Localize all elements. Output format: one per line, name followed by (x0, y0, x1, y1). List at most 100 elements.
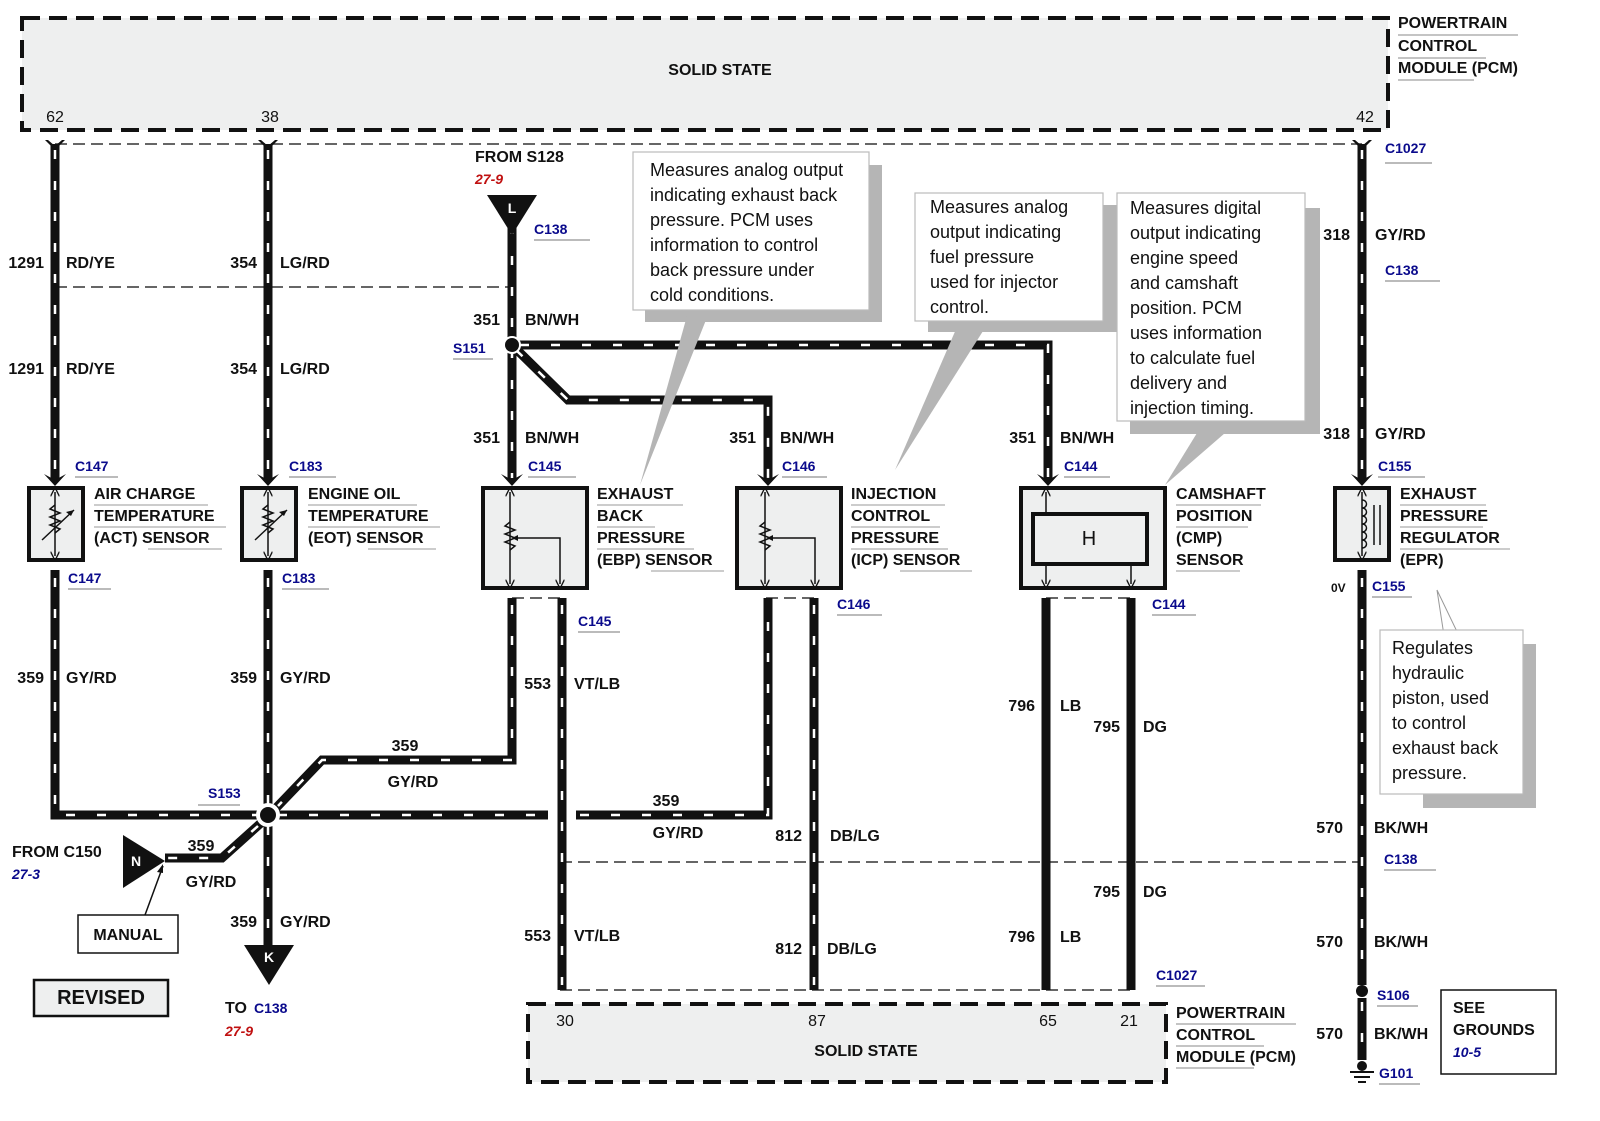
splice-s151[interactable]: S151 (453, 340, 486, 356)
wire-color: RD/YE (66, 255, 115, 272)
offpage-from-c150[interactable]: FROM C150 27-3 N (11, 835, 165, 888)
revised-badge: REVISED (32, 978, 170, 1018)
component-label-line: CAMSHAFT (1176, 486, 1266, 503)
wire-circuit: 570 (1316, 820, 1343, 837)
ground-g101[interactable]: G101 (1379, 1065, 1413, 1081)
callout-line: output indicating (1130, 223, 1261, 243)
wire-color: GY/RD (388, 774, 439, 791)
offpage-label: FROM C150 (12, 844, 102, 861)
wire-circuit: 1291 (8, 361, 44, 378)
pcm-bottom-module: SOLID STATE 30 87 65 21 (526, 1002, 1168, 1084)
callout-line: pressure. (1392, 763, 1467, 783)
epr-label: EXHAUST PRESSURE REGULATOR (EPR) 0V (1331, 486, 1510, 595)
epr-solenoid[interactable] (1333, 486, 1391, 562)
component-label-line: TEMPERATURE (308, 508, 429, 525)
component-label-line: ENGINE OIL (308, 486, 401, 503)
connector-c1027[interactable]: C1027 (1385, 140, 1426, 156)
wire-circuit: 796 (1008, 929, 1035, 946)
connector-c144[interactable]: C144 (1064, 458, 1098, 474)
component-label-line: BACK (597, 508, 644, 525)
callout-line: fuel pressure (930, 247, 1034, 267)
connector-c147[interactable]: C147 (68, 570, 102, 586)
connector-c146[interactable]: C146 (837, 596, 871, 612)
wire-circuit: 359 (188, 838, 215, 855)
wire-circuit: 570 (1316, 1026, 1343, 1043)
page-ref[interactable]: 27-9 (474, 171, 503, 187)
pcm-top-label: SOLID STATE (668, 62, 772, 79)
wire-color: BK/WH (1374, 934, 1428, 951)
splice-s106[interactable]: S106 (1377, 987, 1410, 1003)
icp-sensor-label: INJECTION CONTROL PRESSURE (ICP) SENSOR (851, 486, 972, 572)
connector-c1027[interactable]: C1027 (1156, 967, 1197, 983)
wire-color: GY/RD (653, 825, 704, 842)
eot-sensor-label: ENGINE OIL TEMPERATURE (EOT) SENSOR (308, 486, 440, 550)
wire-circuit: 351 (1009, 430, 1036, 447)
wire-color: BN/WH (525, 312, 579, 329)
connector-c155[interactable]: C155 (1372, 578, 1406, 594)
act-sensor[interactable] (27, 486, 85, 562)
wire-circuit: 354 (230, 255, 257, 272)
offpage-from-s128[interactable]: FROM S128 27-9 L (474, 149, 564, 235)
splice-s106-dot (1356, 985, 1368, 997)
pcm-name-line: MODULE (PCM) (1176, 1049, 1296, 1066)
callout-line: and camshaft (1130, 273, 1238, 293)
connector-c145[interactable]: C145 (578, 613, 612, 629)
connector-crimps (44, 140, 1373, 486)
see-grounds-box[interactable]: SEE GROUNDS 10-5 (1440, 989, 1557, 1075)
wire-color: GY/RD (66, 670, 117, 687)
pcm-pin-65: 65 (1039, 1013, 1057, 1030)
callout-line: hydraulic (1392, 663, 1464, 683)
component-label-line: (CMP) (1176, 530, 1222, 547)
connector-c138[interactable]: C138 (534, 221, 568, 237)
callout-line: Measures analog (930, 197, 1068, 217)
epr-voltage: 0V (1331, 581, 1346, 595)
component-label-line: POSITION (1176, 508, 1252, 525)
wire-circuit: 359 (392, 738, 419, 755)
callout-line: indicating exhaust back (650, 185, 838, 205)
cmp-sensor[interactable]: H (1019, 486, 1167, 590)
pcm-pin-42: 42 (1356, 109, 1374, 126)
component-label-line: INJECTION (851, 486, 936, 503)
hall-effect-symbol: H (1082, 528, 1096, 550)
wire-circuit: 354 (230, 361, 257, 378)
wire-circuit: 795 (1093, 884, 1120, 901)
wire-circuit: 351 (473, 312, 500, 329)
connector-c138[interactable]: C138 (1385, 262, 1419, 278)
wire-color: DG (1143, 719, 1167, 736)
connector-c155[interactable]: C155 (1378, 458, 1412, 474)
splice-s153[interactable]: S153 (208, 785, 241, 801)
revised-label: REVISED (57, 987, 145, 1009)
wire-circuit: 812 (775, 828, 802, 845)
connector-ref[interactable]: C138 (254, 1000, 288, 1016)
act-sensor-label: AIR CHARGE TEMPERATURE (ACT) SENSOR (94, 486, 226, 550)
ebp-sensor[interactable] (481, 486, 589, 590)
eot-sensor[interactable] (240, 486, 298, 562)
connector-c183[interactable]: C183 (282, 570, 316, 586)
connector-c147[interactable]: C147 (75, 458, 109, 474)
callout-line: Measures analog output (650, 160, 843, 180)
connector-c144[interactable]: C144 (1152, 596, 1186, 612)
wire-color: BN/WH (780, 430, 834, 447)
connector-c138[interactable]: C138 (1384, 851, 1418, 867)
pcm-name-line: MODULE (PCM) (1398, 60, 1518, 77)
callout-ebp: Measures analog output indicating exhaus… (632, 151, 882, 485)
page-ref[interactable]: 27-3 (11, 866, 40, 882)
offpage-to-c138[interactable]: K TO C138 27-9 (224, 945, 294, 1039)
page-ref[interactable]: 10-5 (1453, 1044, 1481, 1060)
wire-circuit: 570 (1316, 934, 1343, 951)
wire-circuit: 351 (729, 430, 756, 447)
connector-underlines (68, 162, 1440, 1085)
connector-c146[interactable]: C146 (782, 458, 816, 474)
callout-cmp: Measures digital output indicating engin… (1116, 192, 1320, 485)
callout-line: used for injector (930, 272, 1058, 292)
page-ref[interactable]: 27-9 (224, 1023, 253, 1039)
component-label-line: (EBP) SENSOR (597, 552, 713, 569)
component-label-line: TEMPERATURE (94, 508, 215, 525)
connector-c145[interactable]: C145 (528, 458, 562, 474)
see-grounds-line: GROUNDS (1453, 1022, 1535, 1039)
connector-c183[interactable]: C183 (289, 458, 323, 474)
wire-circuit: 796 (1008, 698, 1035, 715)
icp-sensor[interactable] (735, 486, 843, 590)
ebp-sensor-label: EXHAUST BACK PRESSURE (EBP) SENSOR (597, 486, 724, 572)
offpage-letter: K (264, 949, 274, 965)
